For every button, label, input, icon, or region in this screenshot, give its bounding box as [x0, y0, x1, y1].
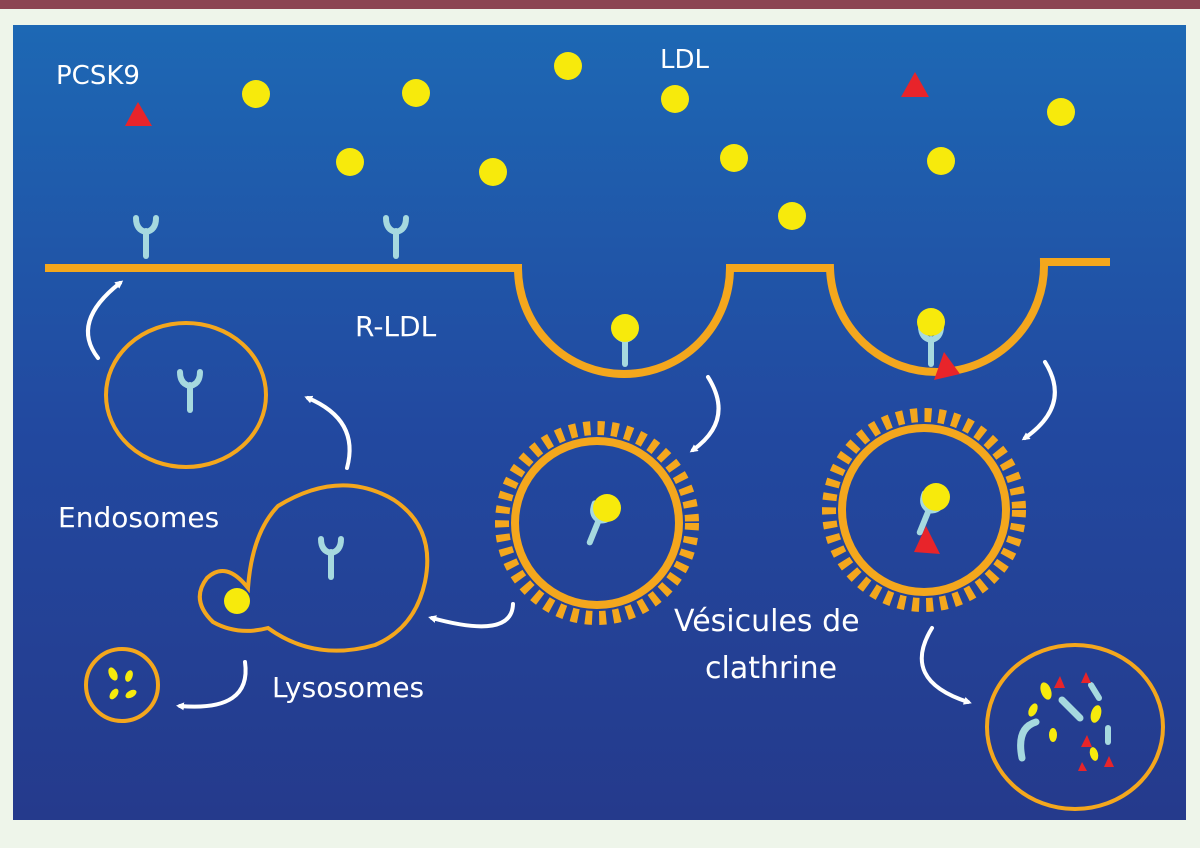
ldl-particle	[479, 158, 507, 186]
ldl-particle	[554, 52, 582, 80]
ldl-fragment	[1040, 682, 1052, 700]
arrow-icon	[689, 375, 721, 453]
label-ldl: LDL	[660, 45, 710, 75]
lysosome-membrane	[985, 643, 1165, 811]
vesicle-coat	[822, 408, 1026, 612]
pcsk9-fragment	[1081, 672, 1091, 683]
ldl-particle	[336, 148, 364, 176]
pcsk9-fragment	[1078, 762, 1087, 771]
label-rldl: R-LDL	[355, 310, 437, 343]
ldl-particle	[917, 308, 945, 336]
label-pcsk9: PCSK9	[56, 61, 140, 91]
cell-membrane	[45, 258, 1110, 378]
label-endosomes: Endosomes	[58, 501, 219, 534]
arrow-icon	[304, 395, 352, 470]
pcsk9-fragment	[1104, 756, 1114, 767]
pcsk9-fragment	[1081, 735, 1092, 747]
ldl-particle	[593, 494, 621, 522]
receptor-fragment	[1088, 682, 1102, 701]
label-clathrine: clathrine	[705, 651, 837, 686]
arrow-icon	[86, 280, 124, 360]
ldl-particle	[922, 483, 950, 511]
receptor-fragment	[1017, 718, 1040, 762]
ldl-particle	[661, 85, 689, 113]
receptor-fragment	[1058, 696, 1084, 722]
degradation-lysosome	[985, 643, 1165, 811]
ldl-fragment	[125, 670, 133, 682]
clathrin-vesicle	[822, 408, 1026, 612]
label-lysosomes: Lysosomes	[272, 671, 424, 704]
ldl-particle	[224, 588, 250, 614]
pcsk9-triangle	[914, 526, 940, 554]
clathrin-vesicle	[495, 421, 699, 625]
pcsk9-triangle	[934, 352, 960, 380]
vesicle-membrane	[511, 437, 683, 609]
pcsk9-fragment	[1054, 676, 1065, 688]
ldl-fragment	[1028, 703, 1038, 717]
vesicle-coat	[495, 421, 699, 625]
ldl-fragment	[1049, 728, 1057, 742]
ldl-particle	[720, 144, 748, 172]
sorting-endosome-membrane	[197, 483, 430, 653]
arrow-icon	[176, 660, 248, 711]
ldl-particle	[778, 202, 806, 230]
ldl-particle	[242, 80, 270, 108]
ldl-fragment	[125, 689, 137, 699]
ldl-fragment	[108, 667, 118, 681]
ldl-particle	[402, 79, 430, 107]
ldl-particle	[1047, 98, 1075, 126]
ldl-particles	[242, 52, 1075, 230]
endosome-membrane	[104, 321, 268, 469]
label-vesicules: Vésicules de	[674, 604, 860, 639]
arrow-icon	[1021, 360, 1057, 441]
ldl-particle	[611, 314, 639, 342]
lysosome	[84, 647, 160, 723]
ldl-fragment	[109, 688, 119, 700]
top-bar	[0, 0, 1200, 9]
lysosome-membrane	[84, 647, 160, 723]
endosome	[104, 321, 268, 469]
arrow-icon	[919, 626, 972, 705]
ldl-fragment	[1089, 747, 1099, 761]
arrow-icon	[428, 602, 515, 629]
ldl-fragment	[1090, 705, 1102, 723]
pcsk9-triangle	[125, 102, 152, 126]
vesicle-membrane	[838, 424, 1010, 596]
pathway-arrows	[86, 280, 1057, 711]
pcsk9-triangle	[901, 72, 929, 97]
ldl-particle	[927, 147, 955, 175]
sorting-endosome	[197, 483, 430, 653]
